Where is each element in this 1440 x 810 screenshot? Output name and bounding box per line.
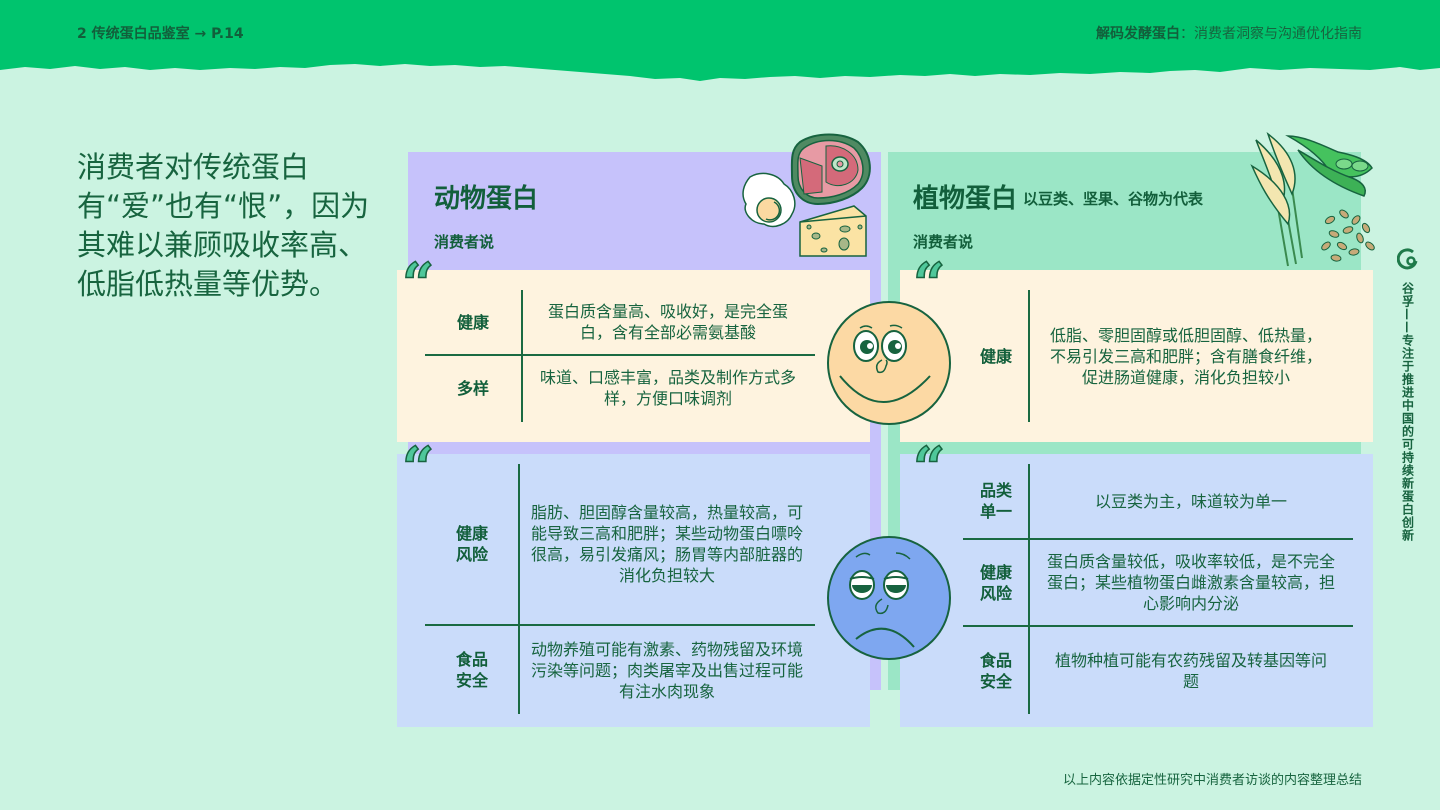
divider-vertical [1028, 290, 1030, 422]
table-row: 健康 低脂、零胆固醇或低胆固醇、低热量，不易引发三高和肥胖；含有膳食纤维，促进肠… [964, 290, 1374, 422]
row-text: 植物种植可能有农药残留及转基因等问题 [1054, 650, 1327, 691]
report-title-bold: 解码发酵蛋白 [1096, 26, 1180, 42]
footnote: 以上内容依据定性研究中消费者访谈的内容整理总结 [1062, 773, 1362, 788]
animal-negative-card: 健康 风险 脂肪、胆固醇含量较高，热量较高，可能导致三高和肥胖；某些动物蛋白嘌呤… [397, 454, 870, 727]
table-row: 食品 安全 动物养殖可能有激素、药物残留及环境污染等问题；肉类屠宰及出售过程可能… [425, 626, 815, 714]
table-row: 健康 风险 脂肪、胆固醇含量较高，热量较高，可能导致三高和肥胖；某些动物蛋白嘌呤… [425, 464, 815, 624]
row-label: 食品 安全 [455, 650, 488, 690]
torn-paper-banner [0, 0, 1440, 81]
plant-negative-card: 品类 单一 以豆类为主，味道较为单一 健康 风险 蛋白质含量较低，吸收率较低，是… [900, 454, 1373, 727]
divider-horizontal [963, 538, 1353, 540]
header-bar: 2 传统蛋白品鉴室 → P.14 解码发酵蛋白：消费者洞察与沟通优化指南 [0, 0, 1440, 90]
report-title: 解码发酵蛋白：消费者洞察与沟通优化指南 [1096, 23, 1362, 43]
brand-logo-icon [1396, 248, 1418, 270]
plant-title-main: 植物蛋白 [913, 184, 1018, 214]
wheat-beans-icon [1250, 131, 1375, 267]
row-text: 低脂、零胆固醇或低胆固醇、低热量，不易引发三高和肥胖；含有膳食纤维，促进肠道健康… [1049, 325, 1322, 387]
table-row: 健康 蛋白质含量高、吸收好，是完全蛋白，含有全部必需氨基酸 [425, 290, 815, 354]
row-text: 蛋白质含量高、吸收好，是完全蛋白，含有全部必需氨基酸 [547, 302, 788, 342]
meat-egg-cheese-icon [742, 133, 871, 257]
row-label: 食品 安全 [979, 650, 1012, 691]
quote-mark-icon: “ [912, 435, 946, 501]
row-text: 脂肪、胆固醇含量较高，热量较高，可能导致三高和肥胖；某些动物蛋白嘌呤很高，易引发… [531, 503, 804, 585]
quote-mark-icon: “ [401, 435, 435, 501]
table-row: 健康 风险 蛋白质含量较低，吸收率较低，是不完全蛋白；某些植物蛋白雌激素含量较高… [964, 540, 1354, 625]
divider-vertical [1028, 464, 1030, 714]
plant-subtitle: 以豆类、坚果、谷物为代表 [1023, 190, 1204, 208]
row-label: 多样 [456, 378, 489, 398]
happy-face-icon [827, 301, 951, 425]
row-label: 健康 风险 [455, 524, 488, 564]
row-label: 品类 单一 [979, 481, 1012, 521]
row-label: 健康 风险 [979, 562, 1012, 603]
table-row: 多样 味道、口感丰富，品类及制作方式多样，方便口味调剂 [425, 356, 815, 420]
quote-mark-icon: “ [912, 251, 946, 317]
table-row: 品类 单一 以豆类为主，味道较为单一 [964, 464, 1354, 538]
sad-face-icon [827, 536, 951, 660]
row-label: 健康 [456, 312, 489, 332]
divider-vertical [518, 464, 520, 714]
row-text: 以豆类为主，味道较为单一 [1094, 491, 1287, 511]
plant-consumer-says: 消费者说 [913, 233, 974, 251]
row-text: 蛋白质含量较低，吸收率较低，是不完全蛋白；某些植物蛋白雌激素含量较高，担心影响内… [1046, 552, 1335, 613]
divider-horizontal [425, 354, 815, 356]
animal-consumer-says: 消费者说 [434, 233, 495, 251]
quote-mark-icon: “ [401, 251, 435, 317]
animal-positive-card: 健康 蛋白质含量高、吸收好，是完全蛋白，含有全部必需氨基酸 多样 味道、口感丰富… [397, 270, 870, 442]
brand-tagline: 谷孚——专注于推进中国的可持续新蛋白创新 [1400, 282, 1415, 542]
page-headline: 消费者对传统蛋白有“爱”也有“恨”，因为其难以兼顾吸收率高、低脂低热量等优势。 [77, 150, 370, 301]
animal-protein-title: 动物蛋白 [434, 184, 539, 214]
divider-horizontal [425, 624, 815, 626]
row-label: 健康 [979, 346, 1012, 366]
row-text: 味道、口感丰富，品类及制作方式多样，方便口味调剂 [539, 368, 796, 408]
divider-vertical [521, 290, 523, 422]
report-title-rest: ：消费者洞察与沟通优化指南 [1180, 26, 1362, 42]
row-text: 动物养殖可能有激素、药物残留及环境污染等问题；肉类屠宰及出售过程可能有注水肉现象 [531, 639, 804, 701]
plant-positive-card: 健康 低脂、零胆固醇或低胆固醇、低热量，不易引发三高和肥胖；含有膳食纤维，促进肠… [900, 270, 1373, 442]
brand-sidebar: 谷孚——专注于推进中国的可持续新蛋白创新 [1396, 248, 1420, 542]
section-breadcrumb[interactable]: 2 传统蛋白品鉴室 → P.14 [77, 26, 244, 42]
table-row: 食品 安全 植物种植可能有农药残留及转基因等问题 [964, 627, 1354, 714]
plant-protein-title: 植物蛋白以豆类、坚果、谷物为代表 [913, 178, 1203, 215]
divider-horizontal [963, 625, 1353, 627]
